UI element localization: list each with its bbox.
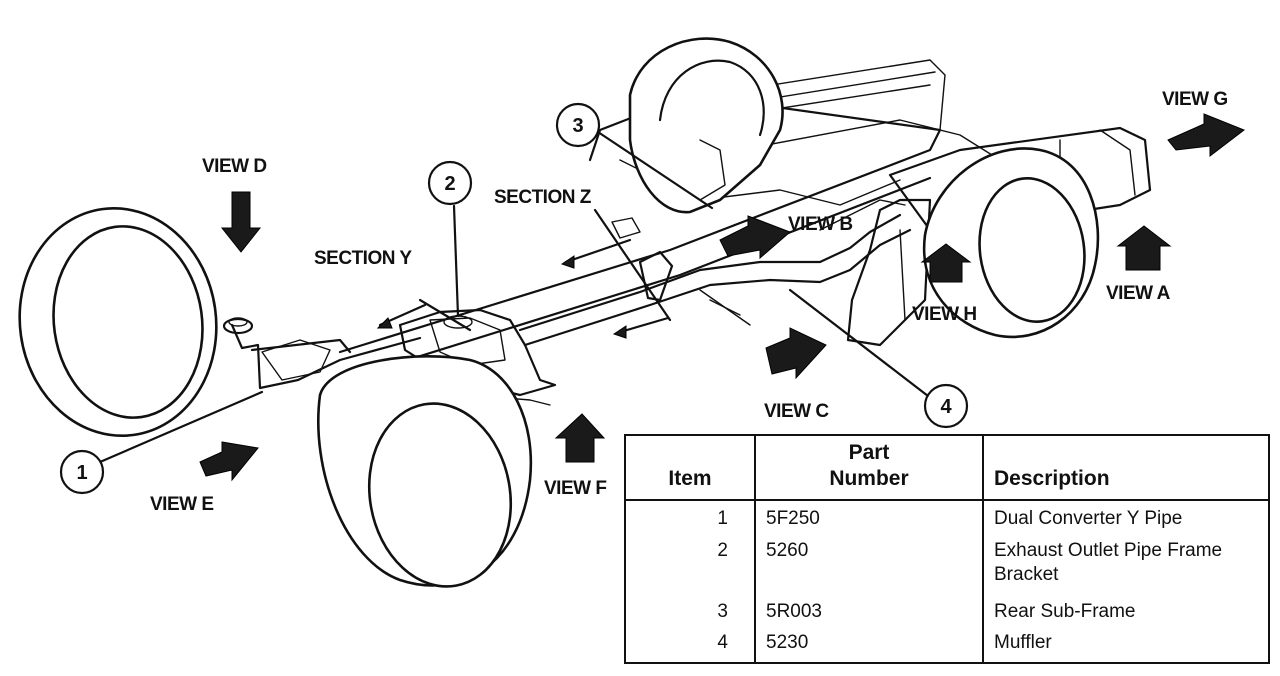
table-row: 1 5F250 Dual Converter Y Pipe (626, 499, 1268, 539)
view-c-arrow (765, 327, 827, 380)
description-cell: Rear Sub-Frame (994, 600, 1136, 622)
view-d-arrow (220, 191, 262, 253)
callout-3: 3 (555, 102, 601, 148)
front-left-tire (18, 206, 218, 438)
callout-leaders (98, 130, 930, 464)
item-cell: 2 (626, 538, 756, 599)
callout-4: 4 (923, 383, 969, 429)
callout-2: 2 (427, 160, 473, 206)
section-z-label: SECTION Z (494, 187, 592, 208)
section-y-label: SECTION Y (314, 248, 412, 269)
part-number-header-line2: Number (829, 467, 909, 491)
view-b-arrow (719, 215, 791, 260)
view-e-label: VIEW E (150, 494, 214, 515)
view-e-arrow (199, 441, 259, 482)
svg-text:2: 2 (444, 173, 455, 195)
rear-left-tire (628, 37, 784, 214)
part-number-cell: 5F250 (755, 499, 984, 539)
view-c-label: VIEW C (764, 401, 829, 422)
description-cell: Dual Converter Y Pipe (994, 507, 1183, 529)
parts-table-header-row: Item Part Number Description (626, 436, 1268, 501)
view-h-arrow (920, 243, 972, 283)
part-number-cell: 5230 (755, 630, 984, 662)
svg-text:4: 4 (940, 396, 952, 418)
view-f-arrow (554, 413, 606, 463)
view-d-label: VIEW D (202, 156, 267, 177)
part-number-header-line1: Part (848, 441, 890, 464)
view-g-label: VIEW G (1162, 89, 1228, 110)
section-y-cut (376, 298, 472, 332)
view-a-arrow (1116, 225, 1172, 271)
description-cell: Exhaust Outlet Pipe Frame Bracket (994, 540, 1223, 586)
description-column-header: Description (983, 436, 1268, 501)
part-number-cell: 5260 (755, 538, 984, 599)
item-column-header: Item (626, 436, 756, 501)
part-number-column-header: Part Number (755, 436, 984, 501)
view-h-label: VIEW H (912, 304, 977, 325)
item-cell: 4 (626, 630, 756, 662)
rear-right-tire (922, 147, 1100, 339)
section-z-cut (560, 208, 751, 339)
description-cell: Muffler (994, 632, 1052, 654)
view-b-label: VIEW B (788, 214, 853, 235)
parts-table: Item Part Number Description 1 5F250 Dua… (624, 434, 1270, 664)
svg-text:1: 1 (76, 462, 87, 484)
table-row: 3 5R003 Rear Sub-Frame (626, 598, 1268, 631)
callout-1: 1 (59, 449, 105, 495)
rear-sub-frame (338, 59, 1001, 380)
view-a-label: VIEW A (1106, 283, 1171, 304)
item-cell: 3 (626, 598, 756, 631)
front-right-tire (317, 355, 533, 588)
svg-text:3: 3 (572, 115, 583, 137)
item-cell: 1 (626, 499, 756, 539)
view-g-arrow (1167, 113, 1246, 158)
table-row: 2 5260 Exhaust Outlet Pipe Frame Bracket (626, 538, 1268, 599)
table-row: 4 5230 Muffler (626, 630, 1268, 662)
part-number-cell: 5R003 (755, 598, 984, 631)
view-f-label: VIEW F (544, 478, 606, 499)
